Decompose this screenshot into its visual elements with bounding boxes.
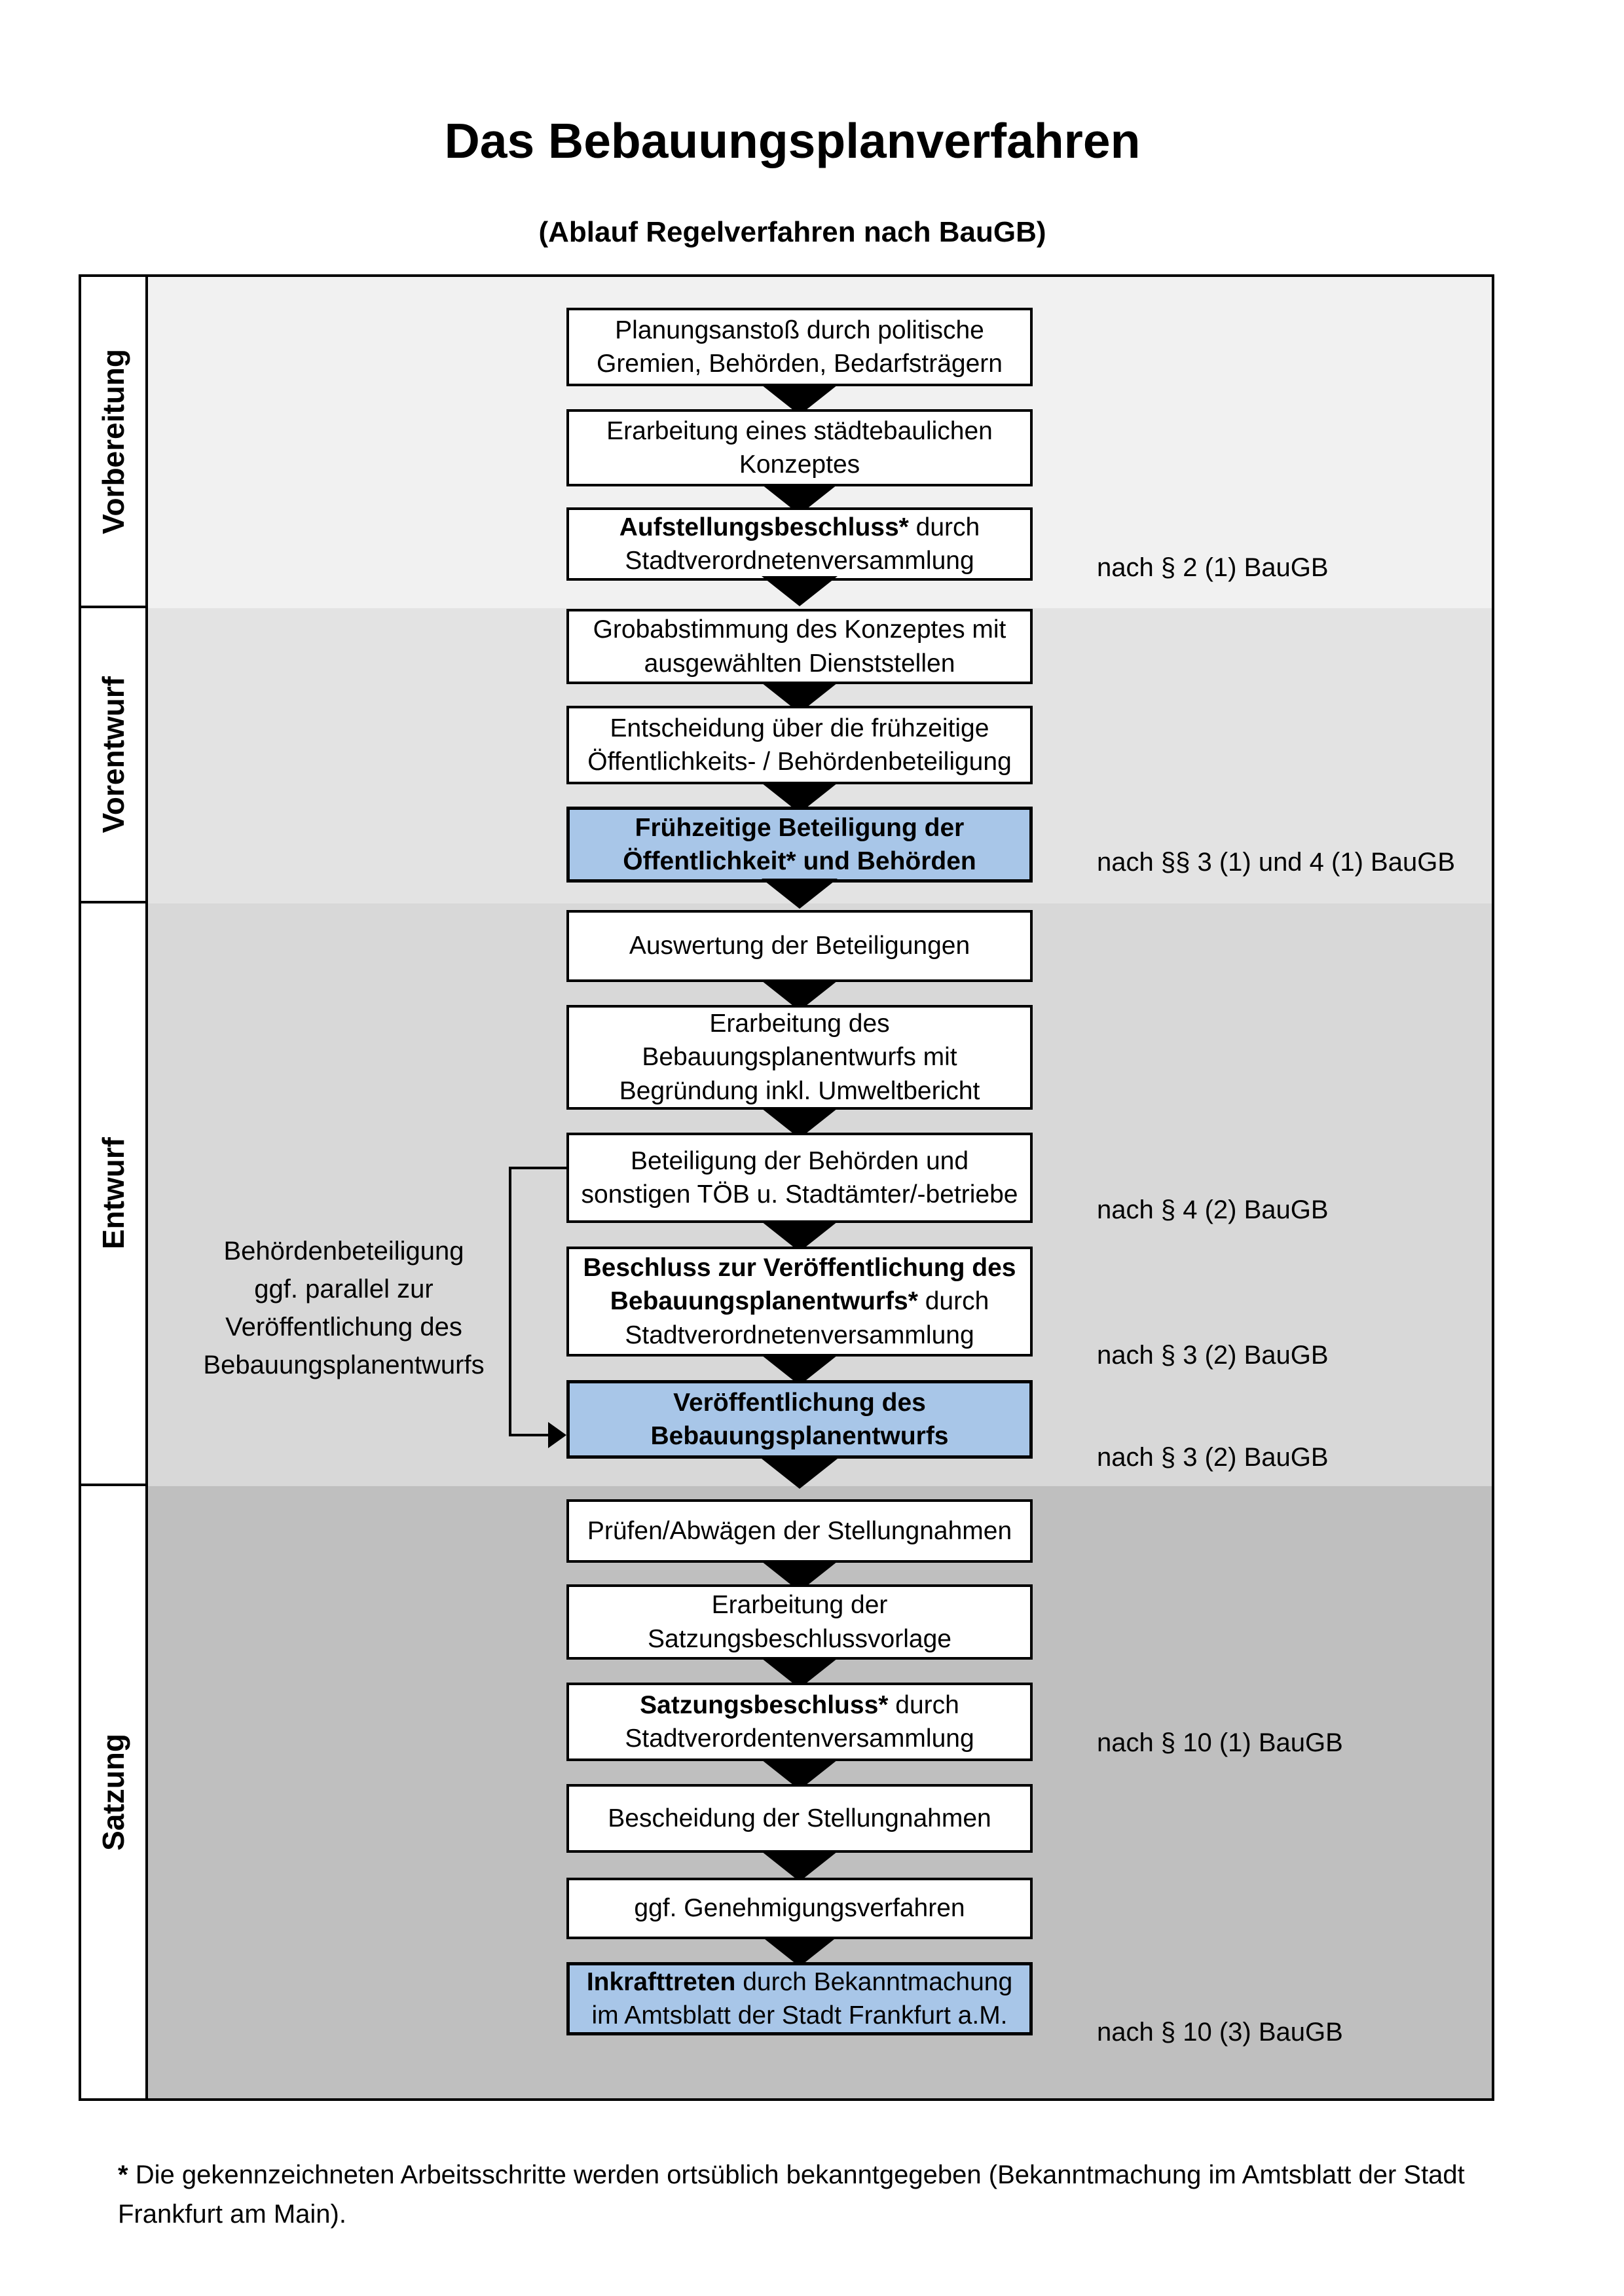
step-text: Planungsanstoß durch politische	[615, 316, 984, 344]
step-text: Konzeptes	[739, 450, 860, 479]
phase-cell-vorentwurf: Vorentwurf	[81, 608, 148, 903]
step-text: Entscheidung über die frühzeitige	[610, 714, 989, 742]
flow-step-veroeffentlichung-entwurf: Veröffentlichung des Bebauungsplanentwur…	[566, 1380, 1033, 1459]
step-text: Beteiligung der Behörden und	[630, 1146, 969, 1175]
step-text: Erarbeitung eines städtebaulichen	[606, 416, 993, 445]
step-text: Grobabstimmung des Konzeptes mit	[593, 615, 1006, 644]
flow-step-inkrafttreten: Inkrafttreten durch Bekanntmachung im Am…	[566, 1962, 1033, 2035]
step-text-bold: Satzungsbeschluss*	[640, 1690, 889, 1719]
legal-reference: nach § 3 (2) BauGB	[1097, 1341, 1329, 1370]
legal-reference: nach § 10 (1) BauGB	[1097, 1728, 1343, 1757]
legal-reference: nach §§ 3 (1) und 4 (1) BauGB	[1097, 848, 1455, 877]
legal-reference: nach § 2 (1) BauGB	[1097, 553, 1329, 582]
flow-step-aufstellungsbeschluss: Aufstellungsbeschluss* durch Stadtverord…	[566, 507, 1033, 581]
page-title: Das Bebauungsplanverfahren	[444, 113, 1141, 168]
step-text: durch	[908, 513, 980, 541]
step-text: Satzungsbeschlussvorlage	[648, 1624, 951, 1653]
step-text-bold: Bebauungsplanentwurfs	[650, 1422, 949, 1450]
flow-step-auswertung: Auswertung der Beteiligungen	[566, 910, 1033, 982]
phase-label-vorentwurf: Vorentwurf	[96, 676, 130, 833]
step-text: Öffentlichkeits- / Behördenbeteiligung	[587, 748, 1012, 776]
flow-step-satzungsvorlage: Erarbeitung der Satzungsbeschlussvorlage	[566, 1584, 1033, 1660]
flow-step-satzungsbeschluss: Satzungsbeschluss* durch Stadtverordente…	[566, 1683, 1033, 1761]
step-text: Stadtverordnetenversammlung	[625, 1321, 974, 1349]
page-subtitle: (Ablauf Regelverfahren nach BauGB)	[538, 216, 1046, 248]
flow-arrow-down-icon	[762, 879, 838, 909]
step-text: Bescheidung der Stellungnahmen	[608, 1804, 991, 1832]
side-note-behoerdenbeteiligung: Behördenbeteiligung ggf. parallel zur Ve…	[187, 1232, 501, 1384]
flow-step-planungsanstoss: Planungsanstoß durch politische Gremien,…	[566, 308, 1033, 386]
phase-label-vorbereitung: Vorbereitung	[96, 348, 130, 534]
footnote-star: *	[118, 2160, 128, 2189]
step-text: Begründung inkl. Umweltbericht	[619, 1076, 980, 1105]
legal-reference: nach § 10 (3) BauGB	[1097, 2018, 1343, 2047]
phase-cell-satzung: Satzung	[81, 1486, 148, 2098]
side-note-line: Bebauungsplanentwurfs	[203, 1351, 485, 1379]
flow-arrow-down-icon	[762, 1851, 838, 1882]
step-text-bold: Öffentlichkeit* und Behörden	[623, 847, 976, 875]
step-text: Stadtverordentenversammlung	[625, 1724, 974, 1753]
legal-reference: nach § 3 (2) BauGB	[1097, 1443, 1329, 1472]
step-text: Prüfen/Abwägen der Stellungnahmen	[587, 1516, 1012, 1545]
footnote: * Die gekennzeichneten Arbeitsschritte w…	[118, 2155, 1526, 2234]
phase-cell-vorbereitung: Vorbereitung	[81, 277, 148, 608]
flow-step-konzept-erarbeitung: Erarbeitung eines städtebaulichen Konzep…	[566, 409, 1033, 486]
side-note-line: ggf. parallel zur	[254, 1275, 434, 1303]
step-text-bold: Bebauungsplanentwurfs*	[610, 1287, 918, 1316]
flow-step-grobabstimmung: Grobabstimmung des Konzeptes mit ausgewä…	[566, 609, 1033, 684]
footnote-text: Die gekennzeichneten Arbeitsschritte wer…	[128, 2160, 1465, 2189]
connector-line	[509, 1167, 566, 1169]
footnote-text: Frankfurt am Main).	[118, 2200, 346, 2229]
step-text: Erarbeitung des	[709, 1009, 890, 1038]
step-text: ausgewählten Dienststellen	[644, 649, 955, 678]
step-text: Gremien, Behörden, Bedarfsträgern	[596, 350, 1003, 378]
phase-label-column: Vorbereitung Vorentwurf Entwurf Satzung	[81, 277, 148, 2098]
flow-step-entwurf-erarbeitung: Erarbeitung des Bebauungsplanentwurfs mi…	[566, 1005, 1033, 1110]
flow-step-entscheidung-beteiligung: Entscheidung über die frühzeitige Öffent…	[566, 706, 1033, 784]
flow-step-veroeffentlichungsbeschluss: Beschluss zur Veröffentlichung des Bebau…	[566, 1247, 1033, 1357]
flow-arrow-down-icon	[762, 1459, 838, 1489]
step-text: sonstigen TÖB u. Stadtämter/-betriebe	[581, 1180, 1018, 1209]
step-text: Erarbeitung der	[711, 1591, 888, 1620]
step-text-bold: Inkrafttreten	[586, 1967, 736, 1996]
phase-label-entwurf: Entwurf	[96, 1137, 130, 1250]
side-note-line: Veröffentlichung des	[225, 1313, 462, 1341]
step-text-bold: Frühzeitige Beteiligung der	[635, 813, 965, 842]
step-text: im Amtsblatt der Stadt Frankfurt a.M.	[591, 2001, 1008, 2030]
step-text: Auswertung der Beteiligungen	[629, 932, 970, 960]
flow-step-fruehzeitige-beteiligung: Frühzeitige Beteiligung der Öffentlichke…	[566, 807, 1033, 883]
flow-arrow-down-icon	[762, 1937, 838, 1967]
step-text-bold: Beschluss zur Veröffentlichung des	[583, 1253, 1016, 1282]
connector-arrow-right-icon	[548, 1422, 566, 1448]
side-note-line: Behördenbeteiligung	[223, 1237, 464, 1266]
flow-step-behoerdenbeteiligung: Beteiligung der Behörden und sonstigen T…	[566, 1133, 1033, 1223]
step-text: durch	[917, 1287, 989, 1316]
step-text: durch Bekanntmachung	[735, 1967, 1013, 1996]
step-text: Stadtverordnetenversammlung	[625, 547, 974, 575]
flow-step-bescheidung: Bescheidung der Stellungnahmen	[566, 1784, 1033, 1853]
step-text-bold: Veröffentlichung des	[673, 1388, 926, 1417]
phase-label-satzung: Satzung	[96, 1734, 130, 1851]
flow-step-pruefen-abwaegen: Prüfen/Abwägen der Stellungnahmen	[566, 1499, 1033, 1563]
legal-reference: nach § 4 (2) BauGB	[1097, 1195, 1329, 1224]
step-text: durch	[888, 1690, 959, 1719]
connector-line	[509, 1434, 549, 1436]
step-text: Bebauungsplanentwurfs mit	[642, 1043, 957, 1072]
flow-arrow-down-icon	[762, 576, 838, 606]
phase-cell-entwurf: Entwurf	[81, 903, 148, 1486]
step-text: ggf. Genehmigungsverfahren	[634, 1894, 965, 1923]
connector-line	[509, 1167, 511, 1436]
flow-step-genehmigungsverfahren: ggf. Genehmigungsverfahren	[566, 1878, 1033, 1939]
step-text-bold: Aufstellungsbeschluss*	[619, 513, 909, 541]
